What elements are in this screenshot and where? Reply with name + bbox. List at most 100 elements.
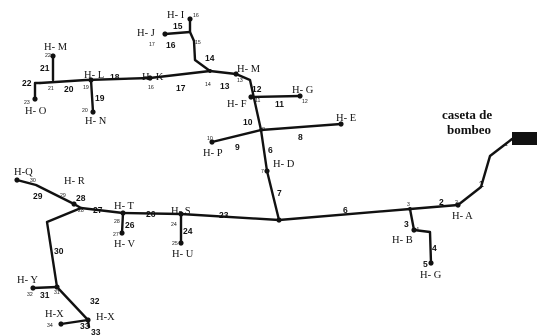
segment-12: 12 — [252, 84, 262, 94]
segment-31: 31 — [40, 290, 50, 300]
pipe-north-west — [188, 17, 238, 76]
segment-11: 11 — [275, 99, 284, 109]
pipe-branch-j — [163, 30, 192, 36]
node-id-22: 22 — [45, 53, 51, 59]
label-h-g-top: H- G — [292, 85, 314, 96]
node-id-21: 21 — [48, 86, 54, 92]
label-h-k: H- K — [142, 72, 164, 83]
segment-2: 2 — [439, 197, 444, 207]
node-id-29: 29 — [60, 193, 66, 199]
label-h-x-left: H-X — [45, 309, 64, 320]
segment-7: 7 — [277, 188, 282, 198]
node-id-3: 3 — [407, 202, 410, 208]
segment-32: 32 — [90, 296, 100, 306]
label-h-s: H- S — [171, 206, 191, 217]
node-id-12: 12 — [302, 99, 308, 105]
node-h-m-left — [50, 53, 56, 59]
segment-20: 20 — [64, 84, 74, 94]
label-h-y: H- Y — [17, 275, 38, 286]
pipe-branch-x — [59, 318, 90, 326]
node-h-x-left — [58, 321, 64, 327]
pipe-branch-v — [120, 211, 125, 235]
label-h-b: H- B — [392, 235, 413, 246]
node-id-27: 27 — [113, 232, 119, 238]
segment-33-a: 33 — [80, 321, 90, 331]
label-h-o: H- O — [25, 106, 47, 117]
node-id-7: 7 — [261, 169, 264, 175]
segment-24: 24 — [183, 226, 193, 236]
label-h-l: H- L — [84, 70, 104, 81]
node-h-b — [411, 227, 417, 233]
pipe-branch-n — [89, 78, 95, 114]
station-label-line2: bombeo — [447, 122, 491, 137]
node-h-a — [455, 202, 461, 208]
segment-3: 3 — [404, 219, 409, 229]
label-h-d: H- D — [273, 159, 295, 170]
segment-30: 30 — [54, 246, 64, 256]
pipe-branch-e — [259, 122, 343, 132]
node-h-s — [178, 211, 184, 217]
label-h-m-left: H- M — [44, 42, 68, 53]
node-h-t — [120, 210, 126, 216]
segment-10: 10 — [243, 117, 253, 127]
node-id-15: 15 — [195, 40, 201, 46]
node-h-f — [248, 94, 254, 100]
pipe-ki-link — [38, 69, 212, 85]
pipe-branch-g-top — [249, 94, 302, 99]
label-h-v: H- V — [114, 239, 136, 250]
segment-27: 27 — [93, 205, 103, 215]
label-h-a: H- A — [452, 211, 473, 222]
node-id-28a: 28 — [114, 219, 120, 225]
node-h-p — [209, 139, 215, 145]
node-h-n — [90, 109, 96, 115]
label-h-t: H- T — [114, 201, 135, 212]
segment-15: 15 — [173, 21, 183, 31]
segment-21: 21 — [40, 63, 50, 73]
pipe-branch-p — [210, 128, 263, 144]
pipe-branch-o — [33, 81, 42, 101]
node-id-16b: 16 — [148, 85, 154, 91]
segment-8: 8 — [298, 132, 303, 142]
node-id-28b: 28 — [78, 208, 84, 214]
node-id-13: 13 — [237, 78, 243, 84]
label-h-q: H-Q — [14, 167, 33, 178]
label-h-j: H- J — [137, 28, 155, 39]
node-id-16a: 16 — [193, 13, 199, 19]
node-h-u — [178, 240, 184, 246]
node-id-11: 11 — [255, 98, 260, 104]
node-h-g-low — [428, 260, 434, 266]
node-id-1: 1 — [505, 142, 508, 148]
node-id-31: 31 — [54, 290, 60, 296]
segment-19: 19 — [95, 93, 105, 103]
segment-9: 9 — [235, 142, 240, 152]
segment-22: 22 — [22, 78, 32, 88]
label-h-m-mid: H- M — [237, 64, 261, 75]
pipe-trunk-a-to-junction — [277, 203, 460, 222]
segment-13: 13 — [220, 81, 230, 91]
pump-station-block — [512, 132, 537, 145]
node-h-y — [30, 285, 36, 291]
segment-6-trunk: 6 — [343, 205, 348, 215]
pipe-station-to-a — [456, 137, 514, 207]
node-h-x-right — [85, 317, 91, 323]
segment-4: 4 — [432, 243, 437, 253]
segment-6-north: 6 — [268, 145, 273, 155]
segment-29: 29 — [33, 191, 43, 201]
pipe-branch-y — [31, 285, 59, 290]
segment-1: 1 — [479, 179, 484, 189]
pipe-branch-b-g — [408, 207, 433, 265]
label-h-g-low: H- G — [420, 270, 442, 281]
label-h-p: H- P — [203, 148, 223, 159]
node-junction-main — [276, 217, 282, 223]
node-h-i — [187, 16, 193, 22]
node-id-14: 14 — [205, 82, 211, 88]
node-id-17: 17 — [149, 42, 155, 48]
label-h-x-right: H-X — [96, 312, 115, 323]
node-id-2: 2 — [455, 200, 458, 206]
node-8 — [259, 128, 263, 132]
segment-16: 16 — [166, 40, 176, 50]
node-h-q — [14, 177, 20, 183]
segment-26-trunk: 26 — [146, 209, 156, 219]
